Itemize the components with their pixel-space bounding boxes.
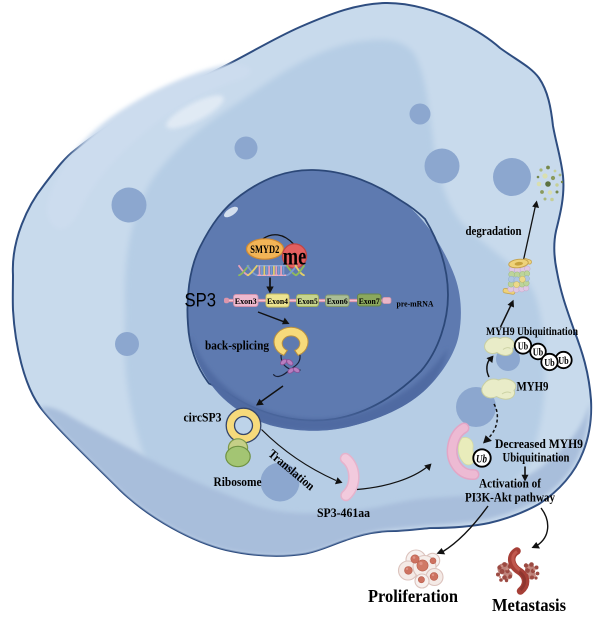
svg-text:Activation of: Activation of (479, 476, 542, 491)
svg-text:Ub: Ub (518, 342, 529, 353)
svg-text:MYH9 Ubiquitination: MYH9 Ubiquitination (486, 326, 579, 338)
svg-text:circSP3: circSP3 (184, 410, 222, 425)
svg-text:PI3K-Akt pathway: PI3K-Akt pathway (465, 490, 555, 505)
svg-text:back-splicing: back-splicing (205, 339, 270, 353)
svg-text:Metastasis: Metastasis (492, 595, 566, 615)
svg-text:MYH9: MYH9 (517, 380, 549, 394)
svg-text:Proliferation: Proliferation (368, 586, 458, 606)
svg-text:Exon3: Exon3 (235, 296, 258, 306)
svg-text:Exon7: Exon7 (359, 296, 381, 306)
svg-text:Exon4: Exon4 (267, 296, 289, 306)
svg-text:Ubiquitination: Ubiquitination (503, 450, 571, 465)
svg-text:Decreased MYH9: Decreased MYH9 (495, 436, 583, 451)
svg-text:SP3-461aa: SP3-461aa (317, 505, 370, 520)
svg-text:Ribosome: Ribosome (214, 474, 262, 489)
svg-text:SMYD2: SMYD2 (250, 242, 279, 256)
svg-text:Ub: Ub (476, 454, 487, 466)
svg-text:degradation: degradation (466, 224, 522, 238)
svg-text:me: me (283, 244, 307, 271)
svg-text:Ub: Ub (544, 358, 555, 369)
svg-text:Ub: Ub (558, 356, 569, 367)
svg-text:Exon5: Exon5 (297, 296, 318, 306)
svg-text:SP3: SP3 (185, 291, 217, 312)
svg-text:Exon6: Exon6 (327, 296, 349, 306)
svg-text:pre-mRNA: pre-mRNA (397, 299, 435, 309)
svg-text:Ub: Ub (533, 348, 544, 359)
